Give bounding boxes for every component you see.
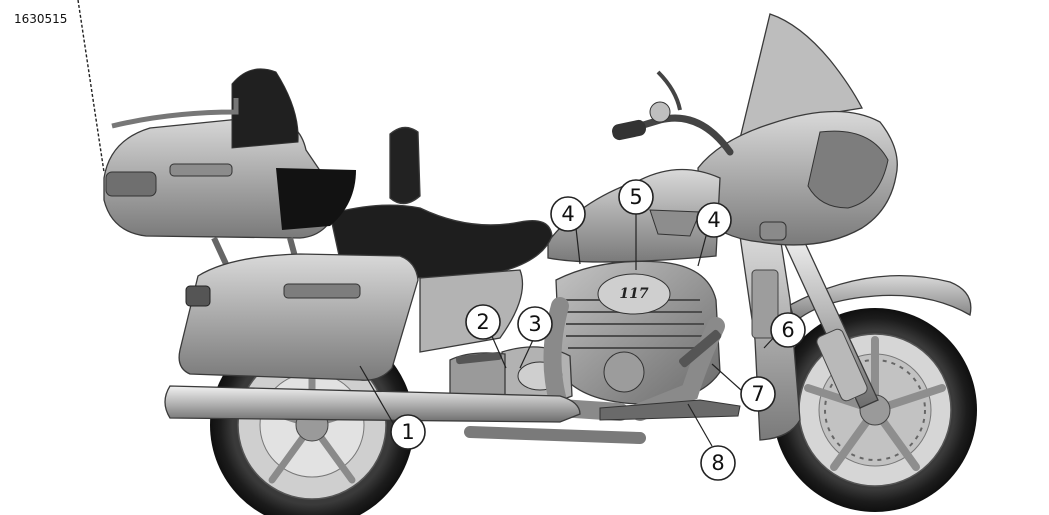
callout-label: 4: [561, 202, 574, 226]
tour-pack: [103, 68, 356, 239]
figure-id: 1630515: [14, 12, 68, 26]
fuel-tank: [547, 168, 721, 263]
callout-label: 5: [629, 185, 642, 209]
callout-label: 2: [476, 310, 489, 334]
muffler: [164, 385, 581, 423]
callout-label: 7: [751, 382, 764, 406]
callout-3: 3: [517, 306, 553, 342]
saddlebag: [178, 253, 419, 381]
callout-label: 3: [528, 312, 541, 336]
callout-4-right: 4: [696, 202, 732, 238]
callout-2: 2: [465, 304, 501, 340]
front-fork: [781, 231, 879, 409]
rider-backrest: [389, 126, 421, 205]
callout-8: 8: [700, 445, 736, 481]
handlebar: [612, 70, 734, 156]
engine-emblem: 117: [619, 286, 648, 302]
engine: 117: [501, 260, 721, 405]
leader-lines: [359, 214, 778, 447]
callout-4-left: 4: [550, 196, 586, 232]
callout-label: 4: [707, 208, 720, 232]
callout-label: 6: [781, 318, 794, 342]
callout-label: 1: [401, 420, 414, 444]
front-fender: [789, 275, 972, 324]
callout-5: 5: [618, 179, 654, 215]
callout-1: 1: [390, 414, 426, 450]
antenna: [77, 0, 105, 173]
callout-6: 6: [770, 312, 806, 348]
callout-label: 8: [711, 451, 724, 475]
front-wheel: [773, 308, 977, 512]
callout-7: 7: [740, 376, 776, 412]
